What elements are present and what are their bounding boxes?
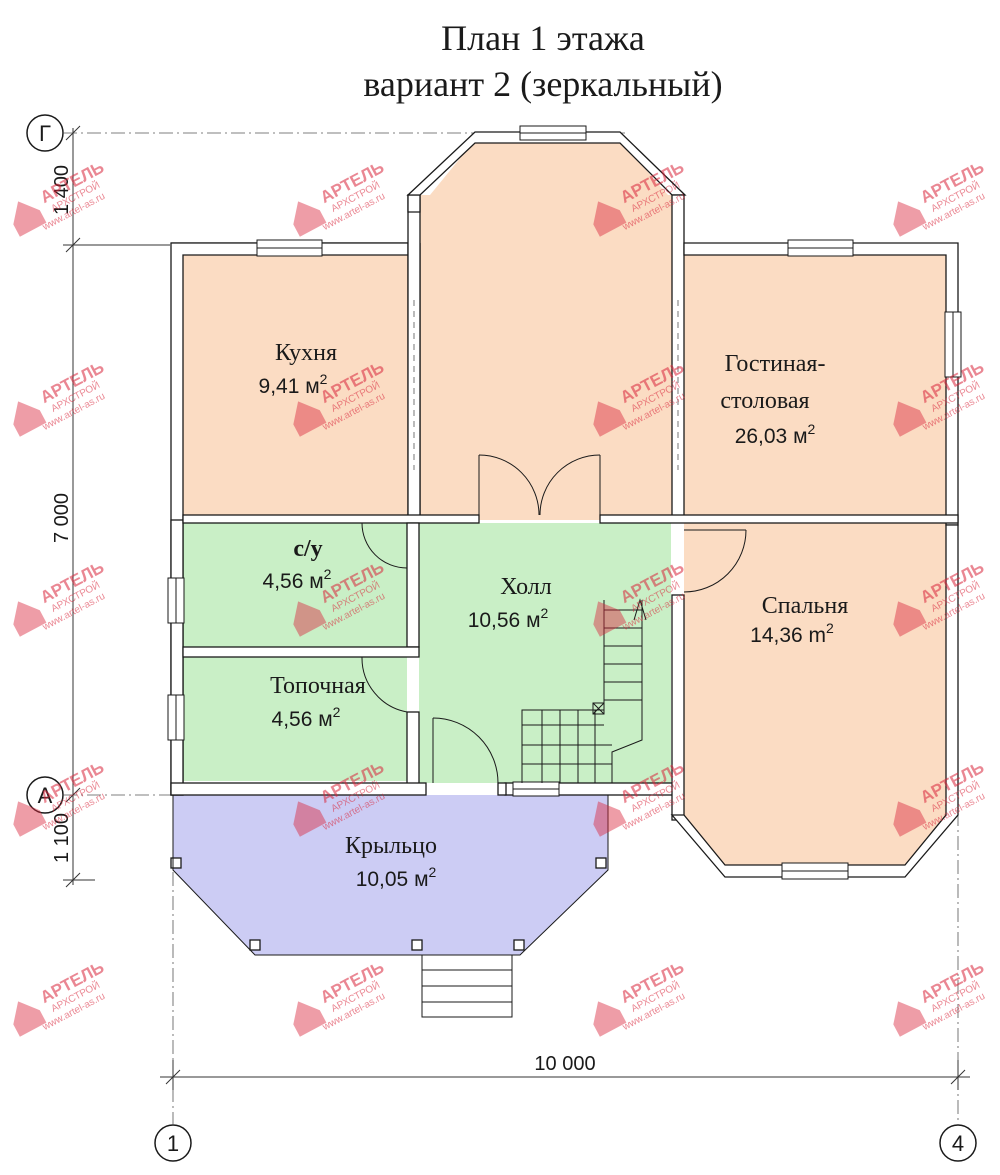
door-swings bbox=[361, 454, 747, 784]
kitchen-area-value: 9,41 м2 bbox=[259, 371, 328, 398]
porch-area bbox=[173, 795, 608, 955]
walls bbox=[170, 131, 959, 951]
porch-area-value: 10,05 м2 bbox=[356, 864, 437, 891]
stairs bbox=[521, 598, 647, 783]
porch-outline bbox=[172, 795, 609, 1018]
dim-1100: 1 100 bbox=[51, 813, 73, 863]
kitchen-area bbox=[183, 255, 408, 520]
living-room-label-line2: столовая bbox=[720, 388, 809, 414]
dim-1400: 1 400 bbox=[51, 165, 73, 215]
bathroom-area bbox=[183, 523, 407, 647]
hall-label: Холл bbox=[500, 574, 551, 600]
bedroom-area-value: 14,36 m2 bbox=[750, 620, 834, 647]
hall-area-value: 10,56 м2 bbox=[468, 605, 549, 632]
boiler-room-area-value: 4,56 м2 bbox=[272, 704, 341, 731]
living-room-area bbox=[684, 255, 946, 520]
hall-area bbox=[419, 523, 671, 783]
bedroom-label: Спальня bbox=[762, 593, 849, 619]
windows bbox=[167, 125, 962, 880]
bathroom-area-value: 4,56 м2 bbox=[263, 566, 332, 593]
axis-marker-1: 1 bbox=[154, 1124, 192, 1162]
boiler-room-label: Топочная bbox=[270, 673, 366, 699]
plan-title-line1: План 1 этажа bbox=[441, 18, 645, 58]
axis-marker-4: 4 bbox=[939, 1124, 977, 1162]
axis-label-4: 4 bbox=[952, 1131, 964, 1156]
dimension-lines bbox=[63, 125, 970, 1090]
axis-marker-g: Г bbox=[26, 114, 64, 152]
upper-hall-area bbox=[420, 140, 672, 520]
living-room-label-line1: Гостиная- bbox=[725, 351, 826, 377]
axis-label-1: 1 bbox=[167, 1131, 179, 1156]
living-room-area-value: 26,03 м2 bbox=[735, 421, 816, 448]
kitchen-label: Кухня bbox=[275, 340, 337, 366]
axis-label-a: А bbox=[38, 783, 53, 808]
porch-label: Крыльцо bbox=[345, 833, 437, 859]
dim-10000: 10 000 bbox=[534, 1053, 595, 1075]
bedroom-area bbox=[684, 523, 946, 865]
axis-label-g: Г bbox=[39, 121, 51, 146]
plan-title-line2: вариант 2 (зеркальный) bbox=[363, 64, 722, 104]
boiler-room-area bbox=[183, 657, 407, 781]
dim-7000: 7 000 bbox=[51, 493, 73, 543]
bathroom-label: с/у bbox=[293, 536, 322, 562]
